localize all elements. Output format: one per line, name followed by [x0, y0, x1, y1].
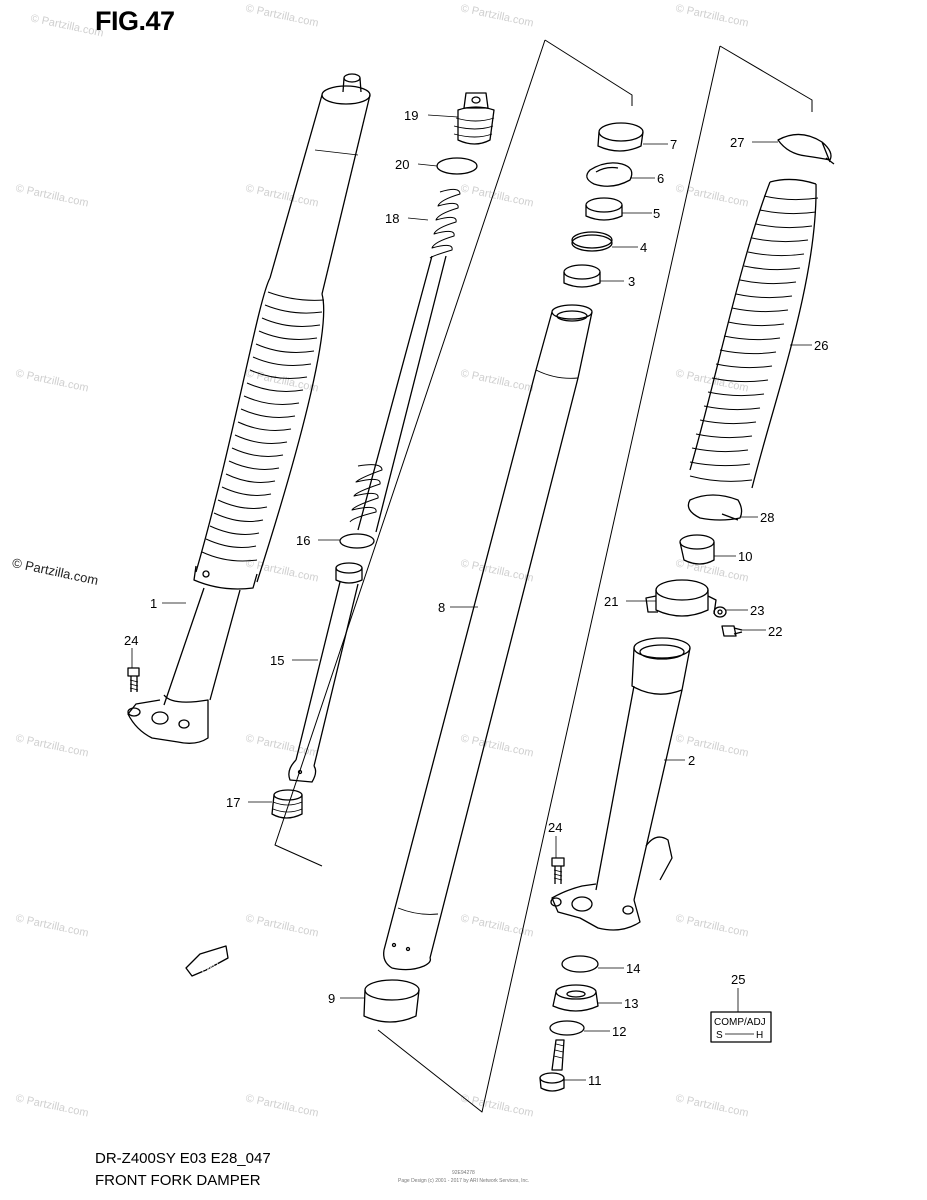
adjuster-box-right: H	[756, 1030, 763, 1041]
o-ring-part-12	[549, 1020, 585, 1036]
callout-10: 10	[738, 549, 752, 564]
footer-code: 92E94278	[452, 1170, 475, 1176]
ring-part-16	[339, 533, 375, 549]
figure-title: FIG.47	[95, 6, 175, 36]
adjuster-box-left: S	[716, 1030, 723, 1041]
band-part-28	[687, 494, 743, 521]
bushing-part-5	[585, 197, 623, 221]
callout-25: 25	[731, 972, 745, 987]
screw-part-11	[539, 1039, 565, 1092]
group-bracket-line-middle	[377, 45, 813, 1113]
callout-8: 8	[438, 600, 445, 615]
bolt-part-24-right	[551, 857, 565, 884]
bump-stop-part-17	[271, 789, 303, 819]
page-caption: FRONT FORK DAMPER	[95, 1172, 261, 1189]
callout-20: 20	[395, 157, 409, 172]
callout-21: 21	[604, 594, 618, 609]
callout-19: 19	[404, 108, 418, 123]
ring-part-4	[571, 231, 613, 252]
damper-rod	[357, 255, 447, 533]
o-ring-part-20	[436, 157, 478, 175]
callout-1: 1	[150, 596, 157, 611]
callout-24-left: 24	[124, 633, 138, 648]
model-code: DR-Z400SY E03 E28_047	[95, 1150, 271, 1167]
callout-3: 3	[628, 274, 635, 289]
callout-17: 17	[226, 795, 240, 810]
stopper-ring-part-6	[586, 162, 633, 187]
dust-boot-part-26	[689, 178, 819, 489]
callout-6: 6	[657, 171, 664, 186]
footer-credit: Page Design (c) 2001 - 2017 by ARI Netwo…	[398, 1178, 530, 1184]
spring-part-18	[429, 188, 461, 259]
clamp-part-21	[645, 579, 717, 617]
clamp-part-27	[777, 133, 835, 165]
callout-18: 18	[385, 211, 399, 226]
cap-bolt-part-19	[453, 92, 495, 145]
callout-12: 12	[612, 1024, 626, 1039]
fwd-arrow-icon	[185, 945, 229, 977]
fork-assembly-part-1	[127, 73, 371, 744]
callout-9: 9	[328, 991, 335, 1006]
callout-22: 22	[768, 624, 782, 639]
o-ring-part-14	[561, 955, 599, 973]
fwd-label: FWD	[200, 960, 220, 975]
nut-part-23	[713, 606, 727, 618]
lower-spring	[349, 464, 383, 523]
bushing-part-9	[363, 979, 420, 1023]
inner-tube-part-8	[383, 304, 593, 971]
bolt-part-24-left	[127, 667, 140, 692]
callout-11: 11	[588, 1073, 602, 1088]
callout-14: 14	[626, 961, 640, 976]
guide-part-10	[679, 534, 715, 565]
callout-16: 16	[296, 533, 310, 548]
callout-4: 4	[640, 240, 647, 255]
adjuster-label-box	[710, 1011, 772, 1043]
callout-27: 27	[730, 135, 744, 150]
group-bracket-line-left	[274, 39, 633, 867]
bolt-part-22	[721, 625, 743, 637]
callout-5: 5	[653, 206, 660, 221]
callout-24-right: 24	[548, 820, 562, 835]
damper-cylinder-part-15	[288, 562, 363, 783]
callout-labels: 1 24 19 20 18 16 15 17 8 9 7 6 5 4 3 27 …	[124, 108, 828, 1088]
callout-15: 15	[270, 653, 284, 668]
callout-26: 26	[814, 338, 828, 353]
callout-13: 13	[624, 996, 638, 1011]
callout-28: 28	[760, 510, 774, 525]
bushing-part-3	[563, 264, 601, 288]
callout-2: 2	[688, 753, 695, 768]
callout-23: 23	[750, 603, 764, 618]
outer-tube-part-2	[550, 637, 691, 931]
callout-7: 7	[670, 137, 677, 152]
oil-seal-part-7	[597, 122, 644, 152]
adjuster-box-top: COMP/ADJ	[714, 1017, 766, 1028]
adjuster-part-13	[552, 984, 599, 1012]
